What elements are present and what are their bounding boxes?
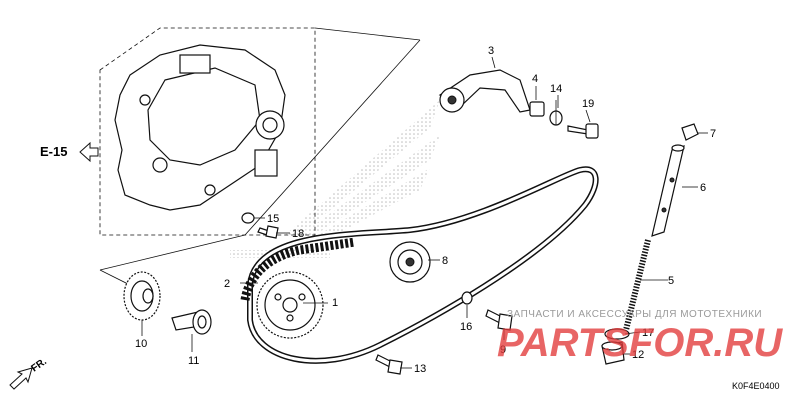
callout-13: 13: [414, 363, 426, 375]
bolt-19: [567, 123, 599, 139]
tensioner-spring: [623, 239, 651, 331]
shaft-11: [171, 309, 212, 335]
collar: [529, 101, 545, 117]
tensioner-arm: [438, 69, 531, 113]
ref-e15-label: E-15: [40, 144, 67, 159]
callout-8: 8: [442, 255, 448, 267]
callout-2: 2: [224, 278, 230, 290]
callout-4: 4: [532, 73, 538, 85]
callout-3: 3: [488, 45, 494, 57]
front-arrow-icon: [9, 367, 33, 390]
callout-15: 15: [267, 213, 279, 225]
callout-14: 14: [550, 83, 562, 95]
bolt-9: [485, 309, 513, 331]
callout-11: 11: [188, 355, 199, 367]
leader-lines: [141, 56, 708, 369]
washer-15: [241, 212, 255, 224]
cam-chain: [247, 166, 599, 364]
cam-sprocket: [256, 271, 324, 339]
gear-10: [123, 271, 161, 321]
front-direction-label: FR.: [29, 356, 49, 374]
cap: [681, 123, 699, 141]
diagram-code: K0F4E0400: [732, 381, 780, 391]
callout-16: 16: [460, 321, 472, 333]
bolt-13: [375, 354, 403, 375]
washer-16: [461, 291, 473, 305]
callout-7: 7: [710, 128, 716, 140]
watermark-brand: PARTSFOR.RU: [497, 321, 783, 365]
callout-10: 10: [135, 338, 147, 350]
watermark-tagline: ЗАПЧАСТИ И АКСЕССУАРЫ ДЛЯ МОТОТЕХНИКИ: [507, 309, 762, 320]
site-watermark: ЗАПЧАСТИ И АКСЕССУАРЫ ДЛЯ МОТОТЕХНИКИ PA…: [497, 309, 783, 365]
ref-e15[interactable]: E-15: [40, 141, 99, 163]
callout-9: 9: [500, 344, 506, 356]
wing-logo-watermark: [230, 100, 440, 258]
crankcase-dashed-box: [99, 27, 316, 236]
drive-chain-segment: [240, 237, 356, 301]
callout-6: 6: [700, 182, 706, 194]
callout-18: 18: [292, 228, 304, 240]
callout-1: 1: [332, 297, 338, 309]
seal-17: [604, 328, 630, 340]
callout-labels: 1 2 3 4 5 6 7 8 9 10 11 12 13 14 15 16 1…: [135, 45, 716, 375]
crankcase-housing: [114, 44, 286, 211]
bolt-18: [257, 225, 279, 239]
ref-arrow-icon: [79, 141, 99, 163]
callout-19: 19: [582, 98, 594, 110]
boundary-lines: [99, 27, 421, 291]
callout-17: 17: [642, 327, 654, 339]
callout-12: 12: [632, 349, 644, 361]
guide-roller: [389, 241, 431, 283]
callout-5: 5: [668, 275, 674, 287]
bolt-12: [601, 341, 625, 365]
front-direction: FR.: [9, 356, 49, 390]
tensioner-tube: [651, 144, 685, 237]
